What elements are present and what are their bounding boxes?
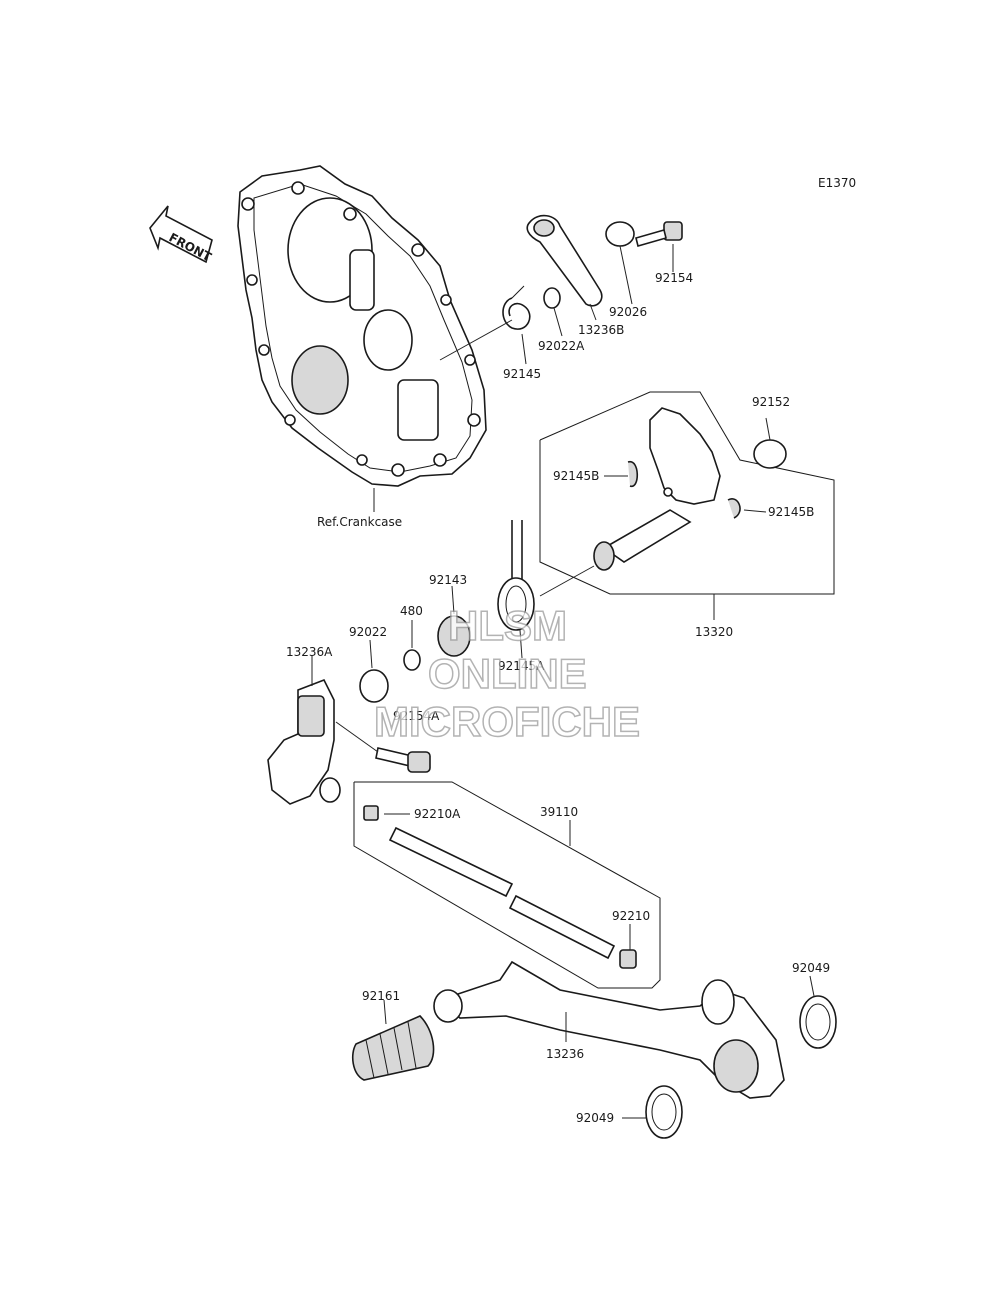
part-13236-pedal (433, 960, 785, 1099)
callout-13236: 13236 (546, 1047, 584, 1061)
callout-92049-right: 92049 (792, 961, 830, 975)
watermark-line2: ONLINE (428, 650, 587, 697)
part-92154-bolt (635, 221, 683, 247)
diagram-code: E1370 (818, 176, 856, 190)
callout-92154a: 92154A (393, 709, 440, 723)
part-13236a-arm (267, 678, 341, 805)
part-480-circlip (403, 649, 421, 671)
callout-92145b-left: 92145B (553, 469, 599, 483)
part-92145b-spring-right (727, 498, 741, 519)
part-92049-seal-right (799, 995, 837, 1049)
part-13320-shift-shaft (593, 407, 721, 571)
part-92022-washer (359, 669, 389, 703)
callout-92143: 92143 (429, 573, 467, 587)
part-92154a-bolt (335, 721, 431, 773)
part-92049-seal-left (645, 1085, 683, 1139)
callout-13236a: 13236A (286, 645, 333, 659)
watermark: HLSM ONLINE MICROFICHE (373, 601, 641, 746)
callout-92210a: 92210A (414, 807, 461, 821)
callout-92145b-right: 92145B (768, 505, 814, 519)
watermark-line1: HLSM (448, 602, 567, 649)
part-92143-bush (437, 615, 471, 657)
callout-92022a: 92022A (538, 339, 585, 353)
part-39110-tie-rod (363, 805, 637, 969)
callout-92210: 92210 (612, 909, 650, 923)
front-arrow-icon: FRONT (149, 205, 214, 265)
part-92145b-spring-left (627, 461, 639, 487)
callout-92154: 92154 (655, 271, 693, 285)
callout-13236b: 13236B (578, 323, 624, 337)
callout-13320: 13320 (695, 625, 733, 639)
part-92161-rubber (351, 1015, 435, 1081)
callout-480: 480 (400, 604, 423, 618)
callout-92026: 92026 (609, 305, 647, 319)
watermark-line3: MICROFICHE (374, 698, 640, 745)
callout-92145: 92145 (503, 367, 541, 381)
ref-crankcase-label: Ref.Crankcase (317, 515, 402, 529)
part-92145-spring (439, 285, 531, 361)
callout-92022: 92022 (349, 625, 387, 639)
callout-39110: 39110 (540, 805, 578, 819)
part-92022a-washer (543, 287, 561, 309)
callout-92161: 92161 (362, 989, 400, 1003)
part-13236b-arm (526, 214, 603, 307)
callout-92145a: 92145A (498, 659, 545, 673)
crankcase-drawing (237, 165, 487, 512)
callout-92152: 92152 (752, 395, 790, 409)
callout-92049-left: 92049 (576, 1111, 614, 1125)
part-92026-washer (605, 221, 635, 247)
part-92152-seal (753, 439, 787, 469)
part-92145a-spring (497, 520, 595, 631)
